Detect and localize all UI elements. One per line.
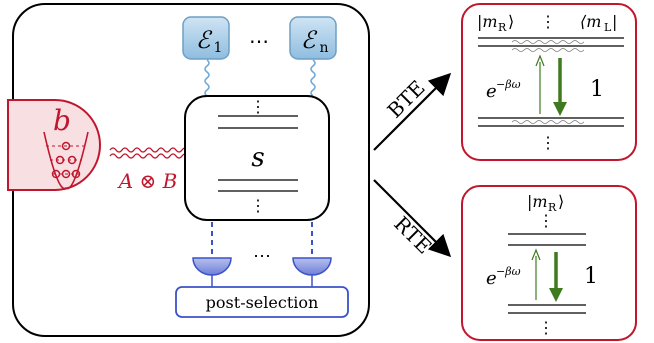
bte-arrow-label: BTE <box>382 75 429 122</box>
rte-excitation-arrowhead <box>531 248 541 261</box>
environment-n: ℰ n <box>289 16 337 60</box>
coupling-label: A ⊗ B <box>117 169 178 193</box>
environment-n-subscript: n <box>319 40 328 56</box>
environment-n-label: ℰ <box>301 26 318 54</box>
bte-ket-right-sub: R <box>498 21 507 34</box>
bte-ket-right-close: ⟩ <box>508 12 514 31</box>
environment-coupling <box>204 59 210 97</box>
bte-decay-arrowhead <box>553 102 567 116</box>
detector-1 <box>192 257 232 287</box>
system-box <box>184 95 330 221</box>
rte-ket-right-sub: R <box>548 201 557 214</box>
rte-ket-right: |m <box>527 192 548 211</box>
rte-rate-down: 1 <box>584 264 598 289</box>
bte-ket-left: ⟨m <box>580 12 601 31</box>
system-dots-bottom: ⋮ <box>250 196 266 215</box>
environment-1-subscript: 1 <box>214 40 223 56</box>
particle <box>55 155 65 165</box>
bte-rate-up: e <box>486 81 497 102</box>
rte-dots-bottom: ⋮ <box>538 318 554 337</box>
system-label: s <box>251 143 264 173</box>
bte-ket-left-sub: L <box>604 21 612 34</box>
rte-ket-right-close: ⟩ <box>558 192 564 211</box>
bte-rate-down: 1 <box>590 77 604 102</box>
bte-rate-up-exp: −βω <box>496 78 521 91</box>
bte-arrow <box>373 72 452 151</box>
bte-panel: |m R ⟩ ⋮ ⟨m L | e −βω 1 ⋮ <box>461 3 637 161</box>
particle <box>71 169 81 179</box>
bath-reservoir: b <box>7 99 101 191</box>
bte-coherence <box>511 40 585 44</box>
system-dots-top: ⋮ <box>250 97 266 116</box>
coupling-line <box>109 147 189 153</box>
potential-well <box>43 131 89 190</box>
bte-coherence <box>511 120 585 124</box>
rte-dots-top: ⋮ <box>538 211 554 230</box>
bath-label: b <box>53 104 71 137</box>
environment-1: ℰ 1 <box>182 16 230 60</box>
environment-ellipsis: ⋯ <box>249 29 269 53</box>
bte-dots-bottom: ⋮ <box>540 133 556 152</box>
bte-excitation-arrowhead <box>535 54 545 67</box>
rte-panel: |m R ⟩ ⋮ e −βω 1 ⋮ <box>461 185 637 341</box>
environment-coupling <box>310 59 316 97</box>
bte-ket-right: |m <box>477 12 498 31</box>
particle <box>67 155 77 165</box>
coupling-line <box>109 153 189 159</box>
bte-coherence <box>511 48 585 52</box>
rte-decay-arrowhead <box>549 288 563 302</box>
rte-arrow-label: RTE <box>389 211 436 258</box>
bte-ket-left-close: | <box>612 12 617 31</box>
bte-dots-top: ⋮ <box>540 12 556 31</box>
rte-rate-up-exp: −βω <box>496 265 521 278</box>
particle <box>61 141 71 151</box>
detector-ellipsis: ⋯ <box>253 246 271 267</box>
detector-n <box>292 257 332 287</box>
particle <box>51 169 61 179</box>
postselection-box <box>175 286 349 318</box>
rte-arrow <box>373 179 452 258</box>
environment-1-label: ℰ <box>196 26 213 54</box>
particle <box>61 169 71 179</box>
postselection-label: post-selection <box>206 293 319 312</box>
rte-rate-up: e <box>486 268 497 289</box>
